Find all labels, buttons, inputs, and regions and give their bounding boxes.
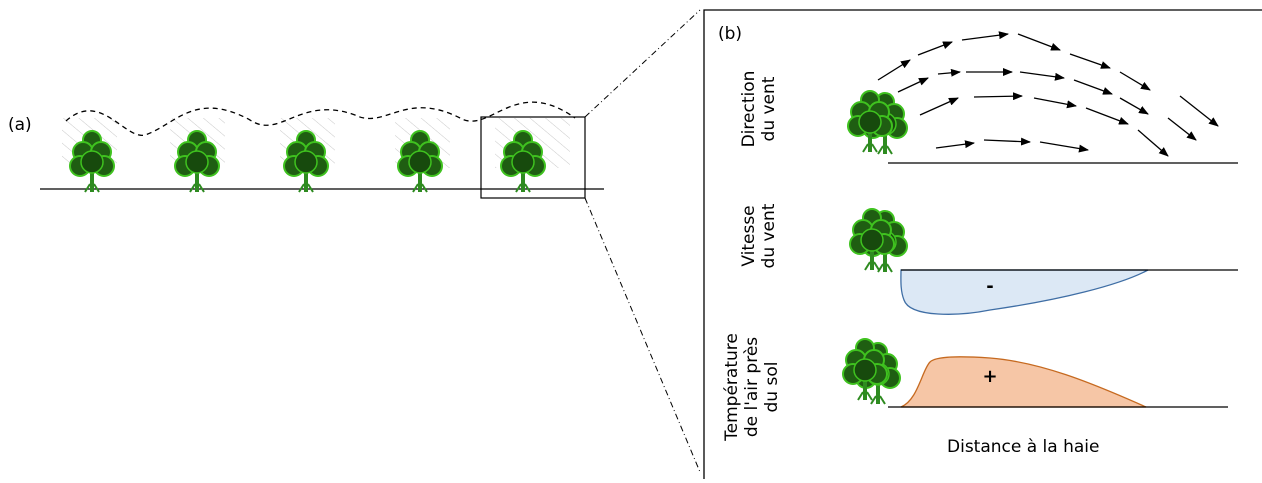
wind-arrows xyxy=(877,31,1219,157)
direction-row-label: Direction du vent xyxy=(739,59,783,159)
arrow-icon xyxy=(1119,71,1151,91)
arrow-icon xyxy=(983,137,1031,146)
speed-row-label: Vitesse du vent xyxy=(739,186,783,286)
panel-a xyxy=(40,101,604,199)
arrow-icon xyxy=(1033,97,1077,109)
temperature-label-line2: de l'air près xyxy=(742,336,762,438)
temperature-row-label: Température de l'air près du sol xyxy=(722,312,786,462)
arrow-icon xyxy=(877,59,911,81)
zoom-connector-bottom xyxy=(584,197,701,473)
arrow-icon xyxy=(919,97,959,116)
zoom-connector-top xyxy=(584,9,701,118)
speed-sign: - xyxy=(986,276,993,297)
panel-a-label: (a) xyxy=(8,115,32,135)
speed-label-line1: Vitesse xyxy=(739,205,759,267)
arrow-icon xyxy=(897,77,929,93)
arrow-icon xyxy=(1039,141,1089,153)
wind-wave-line xyxy=(65,101,576,136)
arrow-icon xyxy=(937,68,961,77)
temperature-label-line1: Température xyxy=(722,333,742,441)
arrow-icon xyxy=(1085,107,1129,125)
x-axis-label: Distance à la haie xyxy=(947,437,1100,457)
arrow-icon xyxy=(917,41,953,56)
arrow-icon xyxy=(961,31,1009,41)
arrow-icon xyxy=(973,92,1023,101)
temperature-row: + xyxy=(842,338,1228,408)
speed-label-line2: du vent xyxy=(759,203,779,269)
arrow-icon xyxy=(935,140,975,149)
arrow-icon xyxy=(1179,95,1219,127)
speed-row: - xyxy=(849,208,1238,315)
arrow-icon xyxy=(1167,117,1197,141)
arrow-icon xyxy=(1069,53,1111,69)
direction-label-line1: Direction xyxy=(739,70,759,148)
panel-b-frame xyxy=(703,9,1262,479)
direction-label-line2: du vent xyxy=(759,76,779,142)
arrow-icon xyxy=(1119,97,1149,115)
zoom-box xyxy=(480,116,586,199)
arrow-icon xyxy=(1137,129,1169,157)
temperature-sign: + xyxy=(982,366,997,387)
panel-b-label: (b) xyxy=(718,24,743,44)
arrow-icon xyxy=(1017,33,1061,51)
arrow-icon xyxy=(1019,71,1065,81)
speed-deficit-area xyxy=(900,269,1149,315)
direction-row xyxy=(847,31,1238,164)
arrow-icon xyxy=(1073,79,1113,95)
temperature-label-line3: du sol xyxy=(762,361,782,413)
temperature-gain-area xyxy=(900,356,1147,408)
